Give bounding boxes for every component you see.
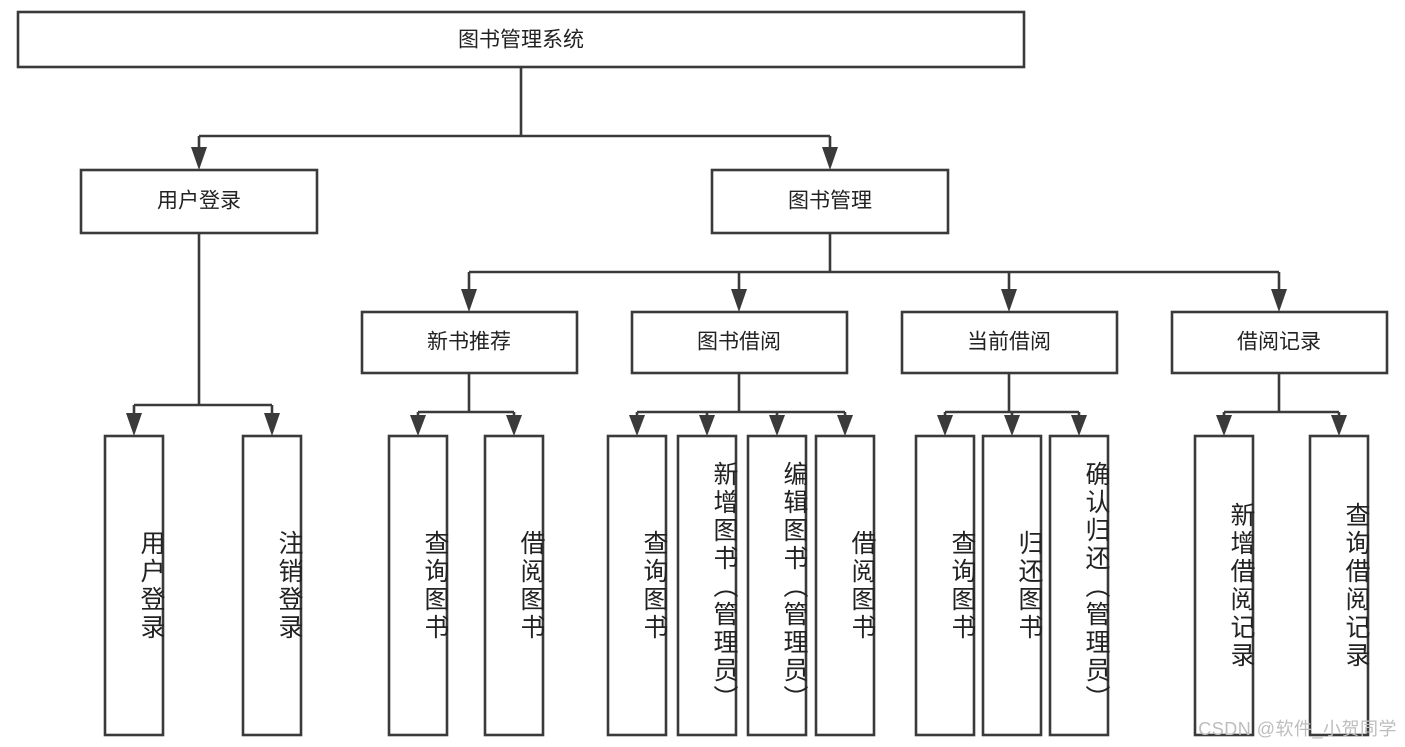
- csdn-watermark: CSDN @软件_小贺同学: [1198, 719, 1397, 739]
- node-book-borrow[interactable]: 图书借阅: [630, 310, 849, 375]
- node-leaf-user-login-rect[interactable]: [103, 434, 165, 737]
- node-book-manage-rect[interactable]: [710, 168, 950, 235]
- node-borrow-record-label: 借阅记录: [1237, 331, 1321, 354]
- connector-group-book-manage: [461, 233, 1287, 312]
- arrow-head-leaf-logout-login: [264, 413, 280, 436]
- arrow-head-leaf-add-record: [1216, 415, 1232, 436]
- arrow-head-new-book-recommend: [461, 289, 477, 312]
- arrow-head-leaf-confirm-return: [1071, 415, 1087, 436]
- node-current-borrow[interactable]: 当前借阅: [900, 310, 1119, 375]
- arrow-head-book-manage: [822, 147, 838, 170]
- node-leaf-borrow-book-1-rect[interactable]: [483, 434, 545, 737]
- node-leaf-query-book-1-rect[interactable]: [387, 434, 449, 737]
- node-leaf-confirm-return-rect[interactable]: [1048, 434, 1110, 737]
- node-leaf-return-book-rect[interactable]: [981, 434, 1043, 737]
- node-book-borrow-label: 图书借阅: [697, 331, 781, 354]
- node-root-label: 图书管理系统: [458, 29, 584, 52]
- node-borrow-record-rect[interactable]: [1170, 310, 1389, 375]
- arrow-head-leaf-query-record: [1331, 415, 1347, 436]
- leaf-rect-group: [103, 434, 1370, 737]
- connector-group-borrow-record: [1216, 373, 1347, 436]
- node-leaf-add-record-rect[interactable]: [1193, 434, 1255, 737]
- arrow-head-leaf-user-login: [126, 413, 142, 436]
- arrow-head-leaf-query-book-1: [410, 415, 426, 436]
- connector-group-book-borrow: [629, 373, 853, 436]
- arrow-head-leaf-borrow-book-1: [506, 415, 522, 436]
- node-leaf-query-book-2-rect[interactable]: [606, 434, 668, 737]
- node-book-manage-label: 图书管理: [788, 190, 872, 213]
- connector-group-root: [191, 67, 838, 170]
- connector-group-new-book-recommend: [410, 373, 522, 436]
- arrow-head-leaf-query-book-3: [937, 415, 953, 436]
- node-leaf-query-book-3-rect[interactable]: [914, 434, 976, 737]
- node-book-manage[interactable]: 图书管理: [710, 168, 950, 235]
- connector-group-user-login: [126, 233, 280, 436]
- node-leaf-borrow-book-2-rect[interactable]: [814, 434, 876, 737]
- node-root-rect[interactable]: [16, 10, 1026, 69]
- node-root[interactable]: 图书管理系统: [16, 10, 1026, 69]
- node-user-login[interactable]: 用户登录: [79, 168, 319, 235]
- arrow-head-user-login: [191, 147, 207, 170]
- node-borrow-record[interactable]: 借阅记录: [1170, 310, 1389, 375]
- arrow-head-leaf-add-book: [699, 415, 715, 436]
- node-leaf-edit-book-rect[interactable]: [746, 434, 808, 737]
- arrow-head-borrow-record: [1271, 289, 1287, 312]
- node-leaf-add-book-rect[interactable]: [676, 434, 738, 737]
- node-user-login-label: 用户登录: [157, 190, 241, 213]
- node-current-borrow-rect[interactable]: [900, 310, 1119, 375]
- node-leaf-logout-login-rect[interactable]: [241, 434, 303, 737]
- arrow-head-current-borrow: [1001, 289, 1017, 312]
- node-new-book-recommend-rect[interactable]: [360, 310, 579, 375]
- connector-group-current-borrow: [937, 373, 1087, 436]
- arrow-head-book-borrow: [731, 289, 747, 312]
- arrow-head-leaf-query-book-2: [629, 415, 645, 436]
- arrow-head-leaf-return-book: [1004, 415, 1020, 436]
- node-user-login-rect[interactable]: [79, 168, 319, 235]
- node-new-book-recommend-label: 新书推荐: [427, 331, 511, 354]
- arrow-head-leaf-edit-book: [769, 415, 785, 436]
- node-current-borrow-label: 当前借阅: [967, 331, 1051, 354]
- node-new-book-recommend[interactable]: 新书推荐: [360, 310, 579, 375]
- node-leaf-query-record-rect[interactable]: [1308, 434, 1370, 737]
- node-book-borrow-rect[interactable]: [630, 310, 849, 375]
- arrow-head-leaf-borrow-book-2: [837, 415, 853, 436]
